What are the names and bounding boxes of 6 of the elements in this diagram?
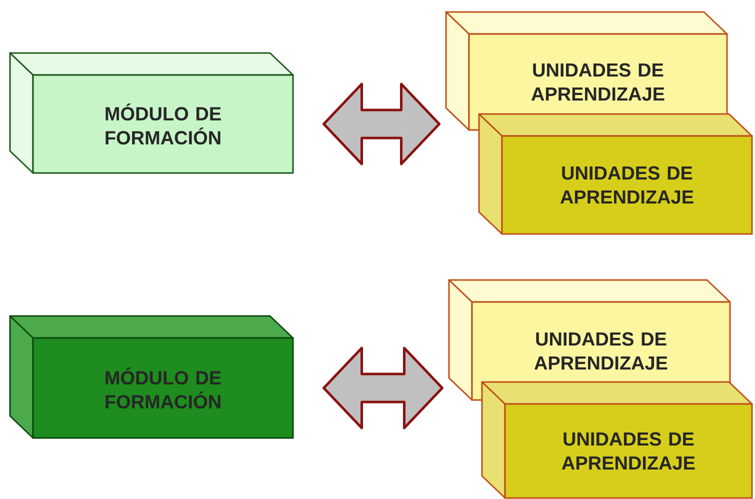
box: UNIDADES DE APRENDIZAJE [481, 381, 753, 499]
box: MÓDULO DE FORMACIÓN [9, 52, 294, 174]
double-arrow [322, 82, 440, 166]
box: UNIDADES DE APRENDIZAJE [478, 113, 753, 235]
box: MÓDULO DE FORMACIÓN [9, 315, 294, 439]
double-arrow [322, 346, 444, 430]
